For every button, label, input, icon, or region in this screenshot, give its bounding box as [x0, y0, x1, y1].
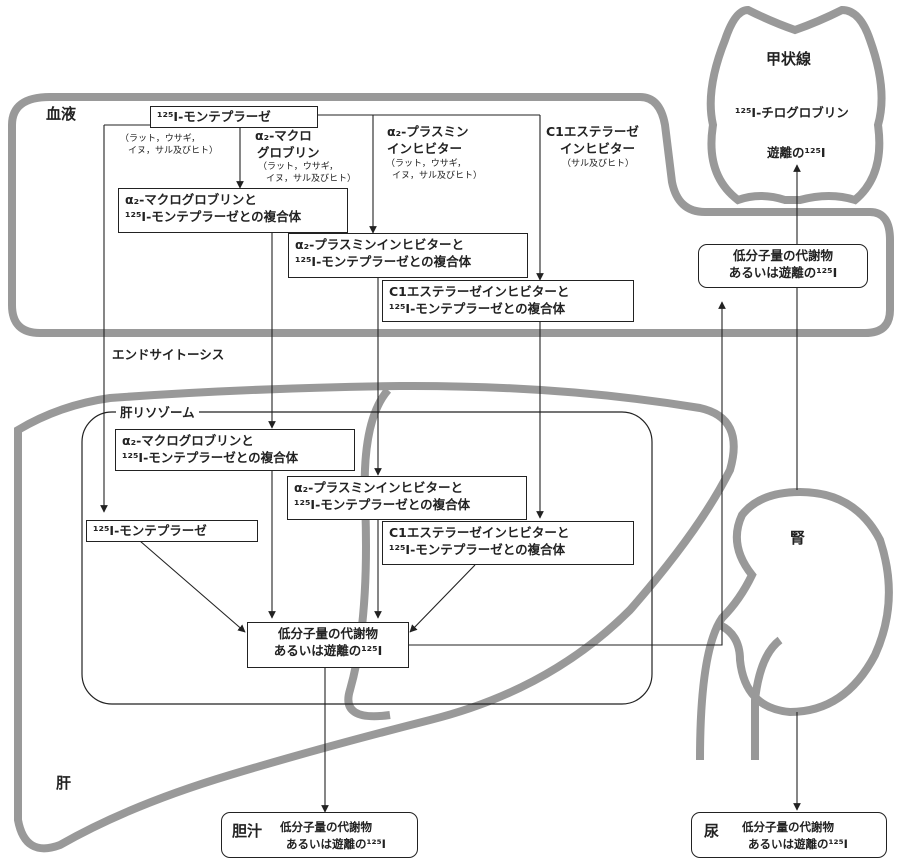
- liver-lysosome-outline: [81, 411, 653, 705]
- thyroid-free-iodine: 遊離の¹²⁵I: [767, 145, 826, 160]
- liver-label: 肝: [56, 774, 72, 792]
- a2pi-species: （ラット，ウサギ，イヌ，サル及びヒト）: [386, 159, 483, 181]
- bile-text: 低分子量の代謝物あるいは遊離の¹²⁵I: [280, 820, 386, 851]
- kidney-outline: [696, 488, 893, 761]
- thyroid-outline: [706, 5, 886, 205]
- c1-label: C1エステラーゼインヒビター: [546, 124, 639, 156]
- urine-box: 尿 低分子量の代謝物あるいは遊離の¹²⁵I: [691, 812, 887, 858]
- a2m-species: （ラット，ウサギ，イヌ，サル及びヒト）: [258, 162, 357, 184]
- blood-compartment-outline: [8, 93, 894, 337]
- urine-text: 低分子量の代謝物あるいは遊離の¹²⁵I: [742, 820, 848, 851]
- c1-species: （サル及びヒト）: [562, 159, 635, 169]
- liver-lobe-outline: [344, 387, 392, 721]
- kidney-label: 腎: [790, 529, 806, 547]
- liver-free-tracer: ¹²⁵I-モンテプラーゼ: [86, 520, 258, 542]
- endocytosis-label: エンドサイトーシス: [112, 347, 225, 362]
- liver-outline: [14, 381, 738, 853]
- blood-metabolite-box: 低分子量の代謝物あるいは遊離の¹²⁵I: [698, 244, 868, 288]
- a2pi-label: α₂-プラスミンインヒビター: [387, 124, 469, 156]
- liver-metabolite-box: 低分子量の代謝物あるいは遊離の¹²⁵I: [247, 622, 409, 668]
- liver-lysosome-label: 肝リソゾーム: [116, 404, 199, 421]
- thyroglobulin-label: ¹²⁵I-チログロブリン: [735, 105, 849, 120]
- bile-box: 胆汁 低分子量の代謝物あるいは遊離の¹²⁵I: [221, 812, 418, 858]
- bile-label: 胆汁: [232, 822, 263, 840]
- blood-label: 血液: [46, 105, 77, 123]
- a2m-label: α₂-マクログロブリン: [255, 128, 320, 160]
- species-left: （ラット，ウサギ，イヌ，サル及びヒト）: [120, 134, 219, 156]
- tracer-box: ¹²⁵I-モンテプラーゼ: [150, 106, 318, 128]
- urine-label: 尿: [704, 822, 720, 840]
- thyroid-label: 甲状線: [766, 50, 812, 68]
